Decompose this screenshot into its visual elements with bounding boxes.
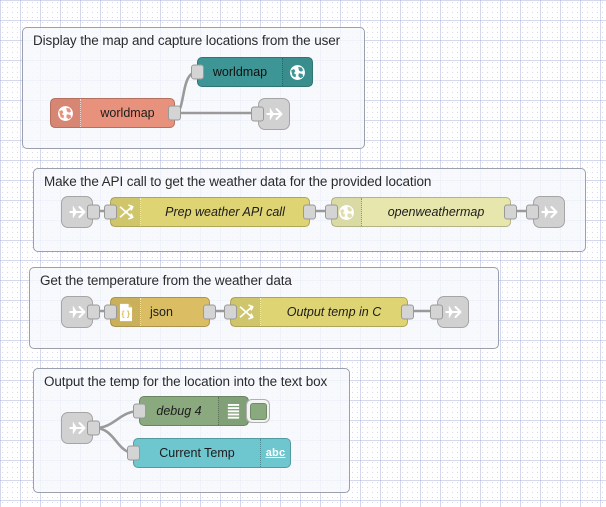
abc-text-icon: abc — [260, 439, 290, 467]
node-output-port[interactable] — [87, 204, 100, 220]
node-label: json — [150, 305, 173, 319]
link-out-icon — [541, 205, 558, 219]
node-input-port[interactable] — [224, 304, 237, 320]
node-input-port[interactable] — [251, 106, 264, 122]
group-label: Display the map and capture locations fr… — [33, 33, 341, 48]
node-prep-weather-api-call[interactable]: Prep weather API call — [104, 197, 316, 227]
node-link-out-3[interactable] — [430, 296, 469, 328]
debug-lines-icon — [218, 397, 248, 425]
node-label: Current Temp — [159, 446, 235, 460]
debug-toggle-button[interactable] — [246, 399, 270, 423]
node-input-port[interactable] — [191, 64, 204, 80]
group-display-map[interactable]: Display the map and capture locations fr… — [22, 27, 365, 149]
debug-toggle-indicator — [249, 402, 267, 420]
node-link-out-2[interactable] — [526, 196, 565, 228]
node-output-port[interactable] — [504, 204, 517, 220]
node-link-out-1[interactable] — [251, 98, 290, 130]
link-in-icon — [69, 205, 86, 219]
node-input-port[interactable] — [430, 304, 443, 320]
node-debug-4[interactable]: debug 4 — [133, 396, 270, 426]
svg-text:{ }: { } — [121, 309, 130, 318]
node-input-port[interactable] — [127, 445, 140, 461]
switch-arrows-icon — [111, 198, 141, 226]
node-input-port[interactable] — [133, 403, 146, 419]
globe-icon — [51, 99, 81, 127]
node-output-port[interactable] — [87, 420, 100, 436]
group-label: Make the API call to get the weather dat… — [44, 174, 432, 189]
node-worldmap-out[interactable]: worldmap — [191, 57, 313, 87]
group-label: Output the temp for the location into th… — [44, 374, 328, 389]
node-link-in-2[interactable] — [61, 196, 100, 228]
node-label: worldmap — [100, 106, 155, 120]
globe-icon — [282, 58, 312, 86]
link-out-icon — [445, 305, 462, 319]
node-openweathermap[interactable]: openweathermap — [325, 197, 517, 227]
node-input-port[interactable] — [526, 204, 539, 220]
node-label: openweathermap — [387, 205, 485, 219]
link-out-icon — [266, 107, 283, 121]
node-label: Output temp in C — [286, 305, 382, 319]
node-input-port[interactable] — [104, 304, 117, 320]
node-output-port[interactable] — [203, 304, 216, 320]
node-output-port[interactable] — [87, 304, 100, 320]
node-worldmap-in[interactable]: worldmap — [50, 98, 181, 128]
link-in-icon — [69, 305, 86, 319]
node-current-temp[interactable]: Current Temp abc — [127, 438, 291, 468]
abc-glyph: abc — [265, 447, 286, 459]
node-output-port[interactable] — [168, 105, 181, 121]
group-label: Get the temperature from the weather dat… — [40, 273, 292, 288]
node-label: debug 4 — [156, 404, 202, 418]
link-in-icon — [69, 421, 86, 435]
node-link-in-4[interactable] — [61, 412, 100, 444]
node-json[interactable]: { } json — [104, 297, 216, 327]
node-output-port[interactable] — [401, 304, 414, 320]
node-output-temp-in-c[interactable]: Output temp in C — [224, 297, 414, 327]
node-label: worldmap — [212, 65, 268, 79]
node-input-port[interactable] — [325, 204, 338, 220]
node-link-in-3[interactable] — [61, 296, 100, 328]
node-label: Prep weather API call — [165, 205, 285, 219]
node-output-port[interactable] — [303, 204, 316, 220]
node-input-port[interactable] — [104, 204, 117, 220]
